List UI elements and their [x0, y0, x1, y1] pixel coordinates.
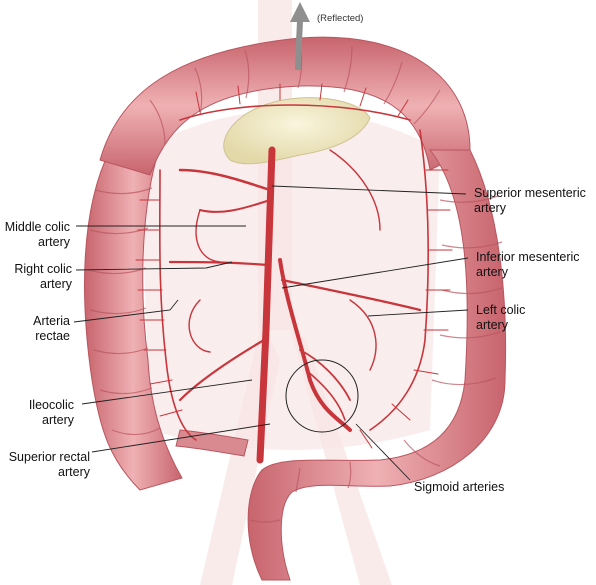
- label-line: artery: [42, 413, 74, 427]
- sigmoid-highlight-circle: [285, 359, 359, 433]
- label-line: artery: [476, 318, 508, 332]
- terminal-ileum: [175, 429, 249, 457]
- leader-superior-rectal: [91, 423, 271, 453]
- reflected-arrow-icon: [290, 2, 310, 71]
- label-line: artery: [40, 277, 72, 291]
- label-line: Ileocolic: [28, 398, 74, 412]
- leader-right-colic: [75, 261, 233, 271]
- label-right-colic-artery: Right colic artery: [0, 262, 72, 292]
- descending-colon: [247, 149, 507, 581]
- label-line: Arteria: [33, 314, 70, 328]
- leader-lines: [73, 185, 469, 481]
- label-line: artery: [38, 235, 70, 249]
- leader-arteria-rectae: [73, 299, 179, 323]
- label-sigmoid-arteries: Sigmoid arteries: [414, 480, 504, 495]
- label-line: artery: [474, 201, 506, 215]
- label-line: Sigmoid arteries: [414, 480, 505, 494]
- arterial-tree: [135, 83, 453, 464]
- label-left-colic-artery: Left colic artery: [476, 303, 525, 333]
- label-line: artery: [58, 465, 90, 479]
- label-line: Inferior mesenteric: [476, 250, 580, 264]
- label-line: Middle colic: [4, 220, 70, 234]
- reflected-note: (Reflected): [317, 13, 364, 24]
- label-line: Left colic: [476, 303, 526, 317]
- label-arteria-rectae: Arteria rectae: [0, 314, 70, 344]
- label-line: Superior mesenteric: [474, 186, 586, 200]
- label-line: Right colic: [14, 262, 72, 276]
- leader-sigmoid: [355, 423, 411, 481]
- label-inferior-mesenteric-artery: Inferior mesenteric artery: [476, 250, 580, 280]
- mesentery: [140, 110, 440, 450]
- label-line: artery: [476, 265, 508, 279]
- leader-inferior-mesenteric: [281, 257, 469, 289]
- label-line: Superior rectal: [8, 450, 90, 464]
- pancreas: [223, 97, 371, 165]
- transverse-colon: [99, 36, 471, 176]
- leader-left-colic: [367, 309, 469, 317]
- label-superior-rectal-artery: Superior rectal artery: [0, 450, 90, 480]
- label-middle-colic-artery: Middle colic artery: [0, 220, 70, 250]
- leader-ileocolic: [81, 379, 253, 405]
- ascending-colon: [84, 149, 183, 491]
- label-superior-mesenteric-artery: Superior mesenteric artery: [474, 186, 586, 216]
- label-ileocolic-artery: Ileocolic artery: [0, 398, 74, 428]
- leader-superior-mesenteric: [271, 185, 467, 195]
- label-line: rectae: [35, 329, 70, 343]
